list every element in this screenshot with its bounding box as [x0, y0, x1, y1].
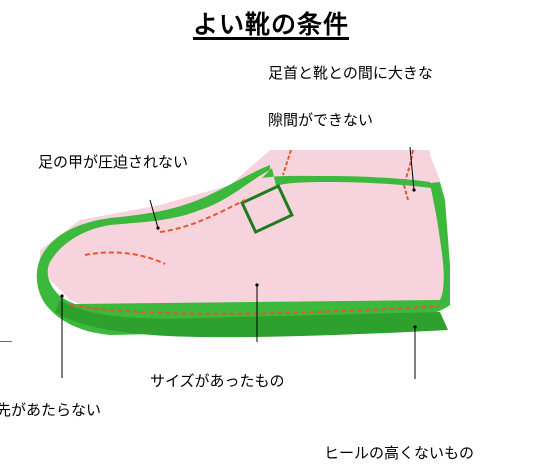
label-ankle-gap-1: 足首と靴との間に大きな: [268, 66, 433, 81]
edge-mark-1: ＿: [0, 328, 12, 344]
pointer-size-dot: [255, 283, 258, 286]
label-toe: 先があたらない: [0, 403, 101, 418]
pointer-toe-dot: [60, 294, 63, 297]
pointer-ankle-dot: [412, 188, 415, 191]
pointer-instep-dot: [156, 226, 159, 229]
label-size: サイズがあったもの: [150, 374, 285, 389]
label-instep: 足の甲が圧迫されない: [38, 155, 188, 170]
label-ankle-gap-2: 隙間ができない: [268, 113, 373, 128]
pointer-heel-dot: [413, 325, 416, 328]
label-heel: ヒールの高くないもの: [324, 446, 474, 461]
